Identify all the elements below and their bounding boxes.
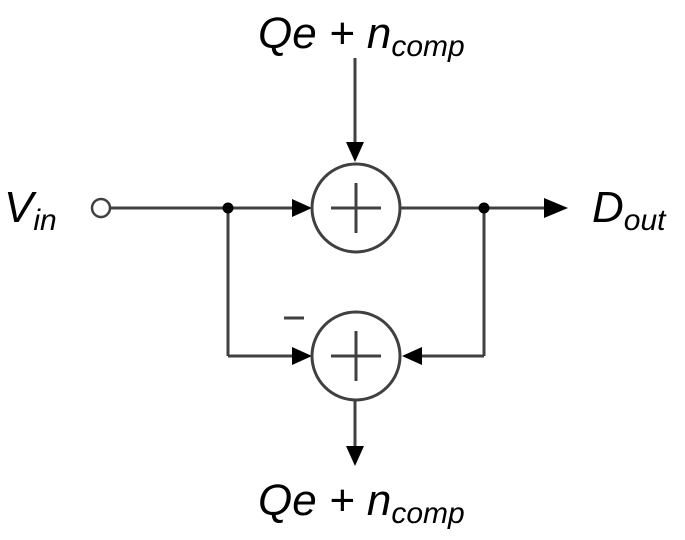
output-label: Dout: [592, 183, 667, 237]
input-terminal: [90, 197, 112, 219]
bottom-summer: [310, 310, 402, 402]
arrow-into-top-summer-from-top: [346, 142, 364, 162]
output-junction-node: [478, 202, 490, 214]
arrow-into-bottom-summer-left: [292, 347, 312, 365]
arrow-into-bottom-summer-right: [402, 347, 422, 365]
top-label: Qe + ncomp: [258, 9, 465, 63]
arrow-output: [544, 198, 568, 218]
input-junction-node: [222, 202, 234, 214]
arrow-into-top-summer: [292, 199, 312, 217]
bottom-label: Qe + ncomp: [258, 476, 465, 530]
arrow-bottom-output: [346, 446, 364, 466]
input-label: Vin: [4, 183, 57, 237]
top-summer: [310, 162, 402, 254]
